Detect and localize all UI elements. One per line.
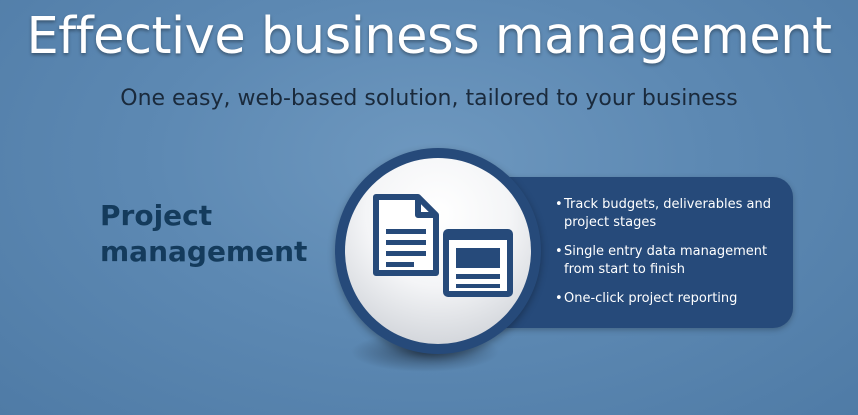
section-title-line-1: Project — [100, 199, 213, 232]
feature-text: Track budgets, deliverables and project … — [564, 197, 771, 230]
feature-list: • Track budgets, deliverables and projec… — [555, 196, 780, 319]
feature-item: • Single entry data management from star… — [555, 243, 780, 279]
feature-text: Single entry data management from start … — [564, 244, 768, 277]
section-title-line-2: management — [100, 235, 308, 268]
bullet-icon: • — [555, 197, 563, 212]
feature-item: • One-click project reporting — [555, 290, 780, 308]
browser-window-icon — [443, 229, 513, 297]
section-title: Project management — [100, 198, 340, 270]
feature-item: • Track budgets, deliverables and projec… — [555, 196, 780, 232]
hero-subtitle: One easy, web-based solution, tailored t… — [120, 86, 738, 111]
hero-title: Effective business management — [26, 7, 832, 66]
feature-text: One-click project reporting — [564, 291, 738, 306]
document-icon — [373, 194, 439, 276]
bullet-icon: • — [555, 244, 563, 259]
bullet-icon: • — [555, 291, 563, 306]
